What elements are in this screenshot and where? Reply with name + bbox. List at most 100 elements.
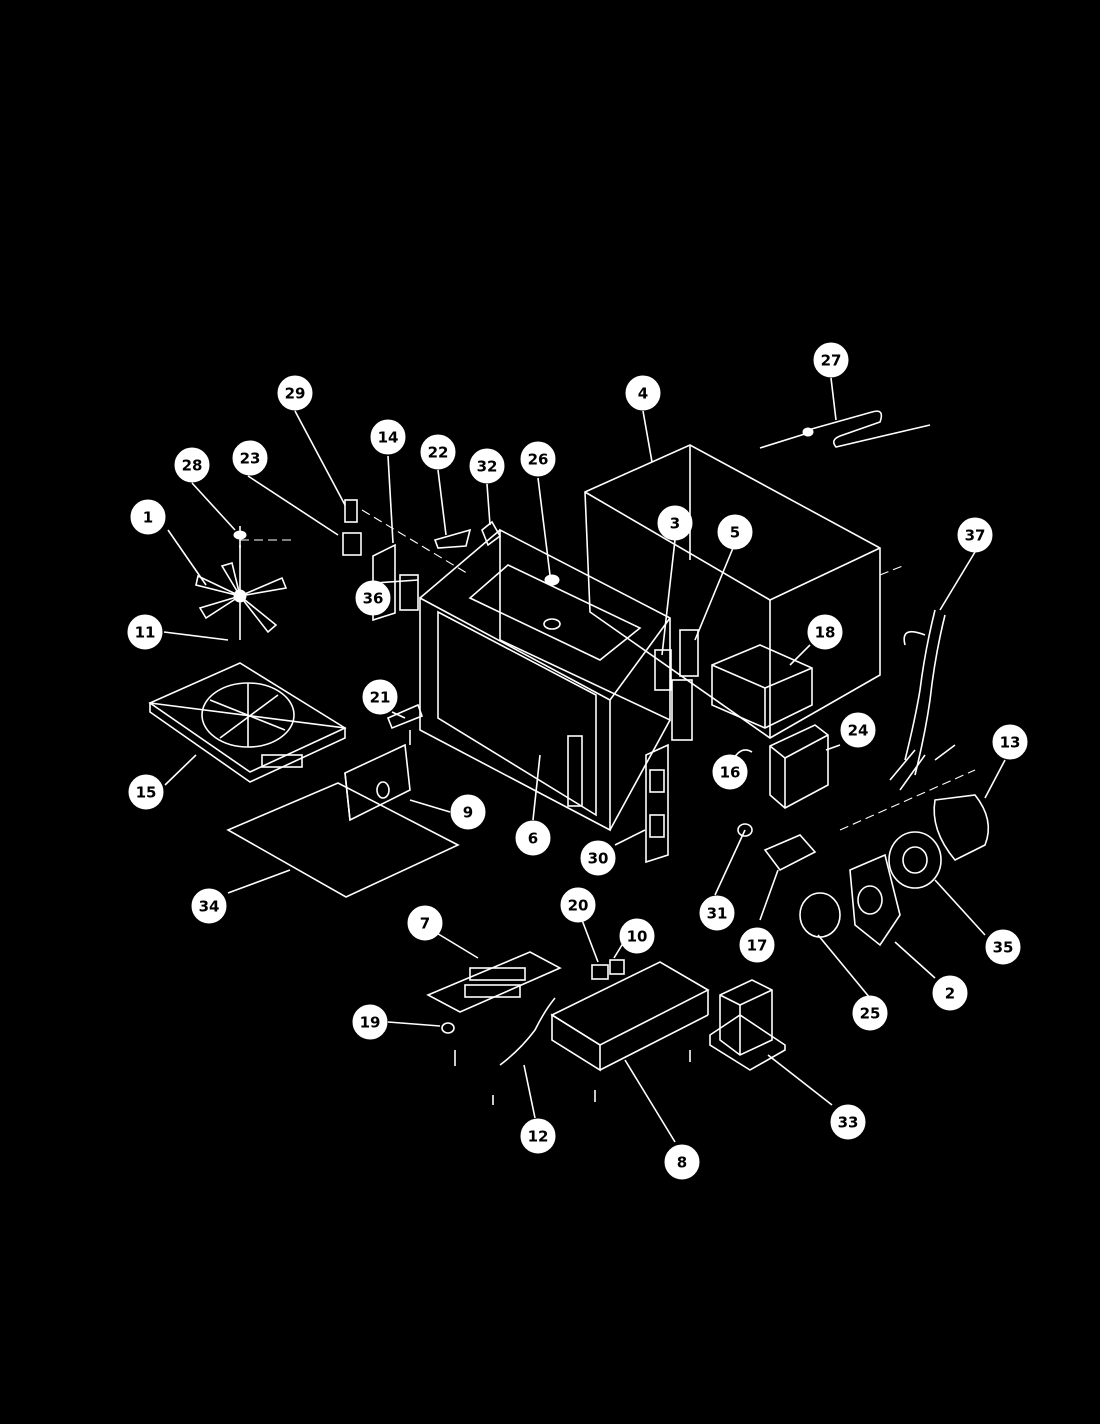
transformer-part xyxy=(709,979,786,1071)
callout-label: 14 xyxy=(378,429,399,447)
callout-circle xyxy=(739,927,775,963)
callout-circle xyxy=(985,929,1021,965)
callout-24: 24 xyxy=(840,712,876,748)
callout-label: 7 xyxy=(420,915,430,933)
callout-circle xyxy=(450,794,486,830)
callout-label: 19 xyxy=(360,1014,381,1032)
part-drawings xyxy=(148,410,990,1105)
hinge-bracket-part xyxy=(344,743,411,822)
oven-cavity-part xyxy=(419,528,671,832)
callout-23: 23 xyxy=(232,440,268,476)
callout-11: 11 xyxy=(127,614,163,650)
callout-circle xyxy=(657,505,693,541)
callout-label: 21 xyxy=(370,689,391,707)
callout-29: 29 xyxy=(277,375,313,411)
callout-label: 35 xyxy=(993,939,1014,957)
callout-label: 24 xyxy=(848,722,869,740)
callout-circle xyxy=(807,614,843,650)
latch-part xyxy=(386,703,424,745)
callout-label: 9 xyxy=(463,804,473,822)
callout-circle xyxy=(712,754,748,790)
callout-21: 21 xyxy=(362,679,398,715)
callout-12: 12 xyxy=(520,1118,556,1154)
callout-label: 6 xyxy=(528,830,538,848)
callout-label: 12 xyxy=(528,1128,549,1146)
callout-circle xyxy=(625,375,661,411)
callout-circle xyxy=(277,375,313,411)
wire-harness-part xyxy=(889,609,956,791)
callout-5: 5 xyxy=(717,514,753,550)
fan-blade-part xyxy=(195,539,295,640)
callout-18: 18 xyxy=(807,614,843,650)
callout-circle xyxy=(813,342,849,378)
callout-2: 2 xyxy=(932,975,968,1011)
callout-label: 3 xyxy=(670,515,680,533)
callout-9: 9 xyxy=(450,794,486,830)
callout-circle xyxy=(127,614,163,650)
callout-label: 8 xyxy=(677,1154,687,1172)
callout-label: 28 xyxy=(182,457,203,475)
callout-36: 36 xyxy=(355,580,391,616)
callout-circle xyxy=(352,1004,388,1040)
callout-3: 3 xyxy=(657,505,693,541)
callout-31: 31 xyxy=(699,895,735,931)
callout-32: 32 xyxy=(469,448,505,484)
callout-circle xyxy=(469,448,505,484)
callout-20: 20 xyxy=(560,887,596,923)
base-parts xyxy=(426,951,710,1105)
bottom-plate-part xyxy=(226,782,460,898)
callout-label: 29 xyxy=(285,385,306,403)
waveguide-part xyxy=(671,644,813,741)
callout-label: 26 xyxy=(528,451,549,469)
callout-label: 32 xyxy=(477,458,498,476)
callout-label: 34 xyxy=(199,898,220,916)
callout-15: 15 xyxy=(128,774,164,810)
callout-label: 15 xyxy=(136,784,157,802)
callout-17: 17 xyxy=(739,927,775,963)
callout-circle xyxy=(664,1144,700,1180)
callout-circle xyxy=(362,679,398,715)
callout-label: 25 xyxy=(860,1005,881,1023)
callout-circle xyxy=(355,580,391,616)
callout-27: 27 xyxy=(813,342,849,378)
callout-circle xyxy=(717,514,753,550)
callout-label: 22 xyxy=(428,444,449,462)
callout-35: 35 xyxy=(985,929,1021,965)
callout-13: 13 xyxy=(992,724,1028,760)
callout-label: 16 xyxy=(720,764,741,782)
callout-circle xyxy=(830,1104,866,1140)
callout-25: 25 xyxy=(852,995,888,1031)
callout-circle xyxy=(699,895,735,931)
callout-circle xyxy=(407,905,443,941)
callout-37: 37 xyxy=(957,517,993,553)
callout-label: 37 xyxy=(965,527,986,545)
callout-label: 11 xyxy=(135,624,156,642)
callout-circle xyxy=(520,1118,556,1154)
motor-assembly-parts xyxy=(799,769,990,947)
callout-label: 30 xyxy=(588,850,609,868)
callout-26: 26 xyxy=(520,441,556,477)
callout-6: 6 xyxy=(515,820,551,856)
callout-8: 8 xyxy=(664,1144,700,1180)
callout-28: 28 xyxy=(174,447,210,483)
callout-circle xyxy=(174,447,210,483)
callout-circle xyxy=(840,712,876,748)
callout-circle xyxy=(420,434,456,470)
callout-label: 23 xyxy=(240,450,261,468)
heater-element-part xyxy=(759,410,931,449)
callout-circle xyxy=(992,724,1028,760)
magnetron-part xyxy=(731,724,829,872)
callout-label: 18 xyxy=(815,624,836,642)
leader-lines xyxy=(163,377,1006,1143)
callout-circle xyxy=(957,517,993,553)
callout-circle xyxy=(560,887,596,923)
callout-22: 22 xyxy=(420,434,456,470)
callout-label: 10 xyxy=(627,928,648,946)
callout-1: 1 xyxy=(130,499,166,535)
callout-label: 13 xyxy=(1000,734,1021,752)
outer-cabinet-part xyxy=(584,444,906,739)
callout-circle xyxy=(932,975,968,1011)
callout-label: 31 xyxy=(707,905,728,923)
